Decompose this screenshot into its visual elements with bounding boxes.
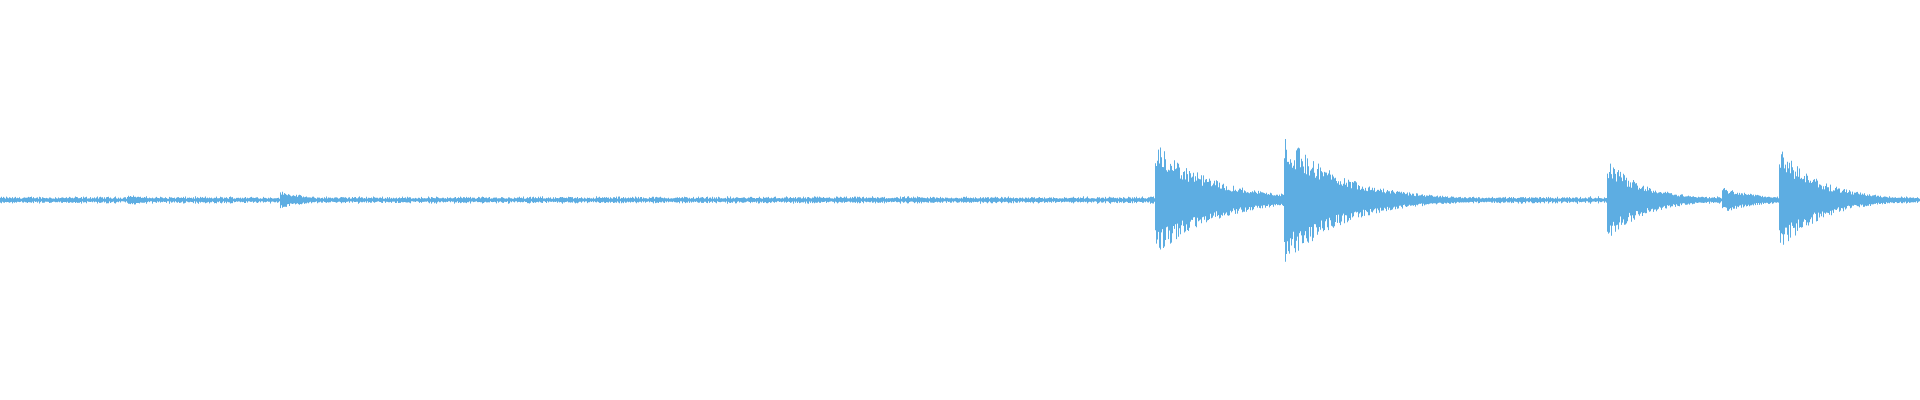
waveform-plot bbox=[0, 139, 1920, 262]
